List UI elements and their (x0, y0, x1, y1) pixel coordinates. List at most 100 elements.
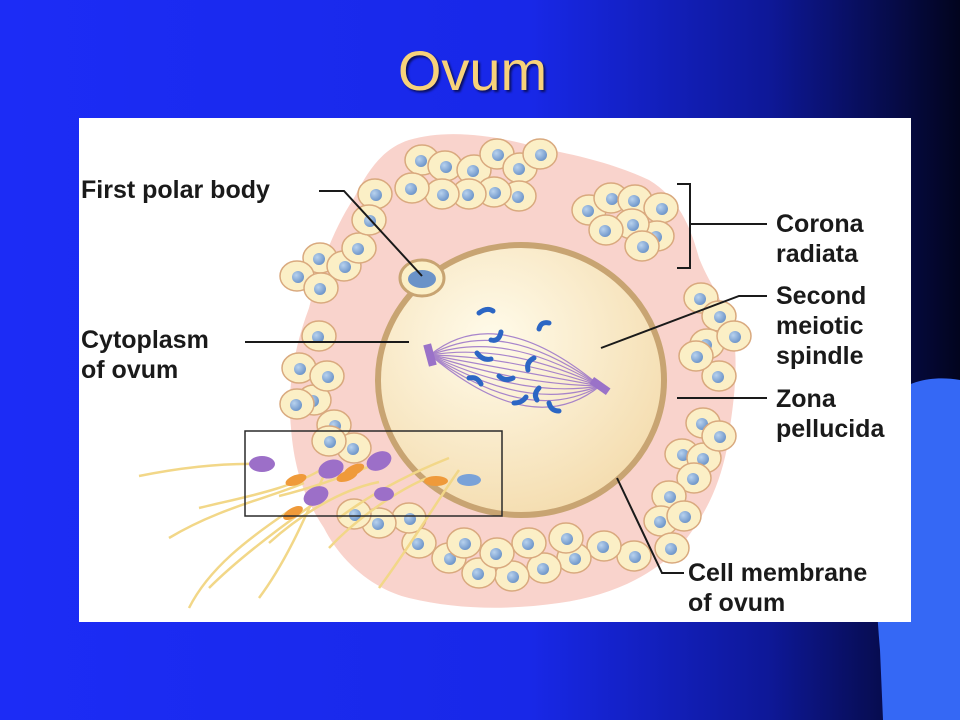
follicle-cell-nucleus (535, 149, 547, 161)
follicle-cell-nucleus (513, 163, 525, 175)
label-cell-membrane-of-ovum: Cell membrane of ovum (688, 559, 868, 617)
follicle-cell-nucleus (292, 271, 304, 283)
follicle-cell-nucleus (437, 189, 449, 201)
slide-title: Ovum (397, 39, 548, 102)
chromosome (546, 400, 562, 414)
follicle-cell-nucleus (352, 243, 364, 255)
sperm-penetration-box (244, 430, 503, 517)
spindle-fiber (429, 339, 601, 387)
follicle-cell-nucleus (324, 436, 336, 448)
label-cytoplasm-of-ovum: Cytoplasm of ovum (81, 326, 209, 384)
follicle-cell-nucleus (606, 193, 618, 205)
chromosomes (466, 306, 562, 414)
spindle-pole-left (423, 343, 437, 367)
second-meiotic-spindle (429, 333, 601, 408)
follicle-cell-nucleus (537, 563, 549, 575)
label-first-polar-body: First polar body (81, 176, 270, 204)
spindle-pole-right (589, 376, 611, 396)
label-zona-pellucida: Zona pellucida (776, 385, 885, 443)
follicle-cell-nucleus (372, 518, 384, 530)
chromosome (476, 306, 496, 316)
follicle-cell-nucleus (712, 371, 724, 383)
follicle-cell-nucleus (339, 261, 351, 273)
follicle-cell-nucleus (370, 189, 382, 201)
leader-lines (245, 183, 767, 574)
chromosome (511, 394, 529, 406)
spindle-fiber (429, 351, 601, 387)
follicle-cell-nucleus (691, 351, 703, 363)
follicle-cell-nucleus (694, 293, 706, 305)
spindle-fiber (429, 354, 601, 387)
follicle-cell-nucleus (597, 541, 609, 553)
follicle-cell-nucleus (729, 331, 741, 343)
follicle-cell-nucleus (462, 189, 474, 201)
follicle-cell-nucleus (687, 473, 699, 485)
follicle-cell-nucleus (322, 371, 334, 383)
spindle-fiber (429, 346, 601, 387)
follicle-cell-nucleus (490, 548, 502, 560)
follicle-cell-nucleus (294, 363, 306, 375)
follicle-cell-nucleus (714, 431, 726, 443)
spindle-fiber (429, 354, 601, 387)
label-corona-radiata: Corona radiata (776, 210, 864, 268)
follicle-cell-nucleus (627, 219, 639, 231)
follicle-cell-nucleus (677, 449, 689, 461)
follicle-cell-nucleus (599, 225, 611, 237)
follicle-cell-nucleus (440, 161, 452, 173)
spindle-fiber (429, 354, 601, 387)
follicle-cell-nucleus (654, 516, 666, 528)
follicle-cell-nucleus (637, 241, 649, 253)
follicle-cell-nucleus (405, 183, 417, 195)
follicle-cell-nucleus (415, 155, 427, 167)
follicle-cell-nucleus (349, 509, 361, 521)
corona-radiata-bracket (677, 183, 767, 269)
follicle-cell-nucleus (569, 553, 581, 565)
follicle-cell-nucleus (561, 533, 573, 545)
chromosome (488, 329, 504, 343)
chromosome (474, 350, 494, 362)
follicle-cell-nucleus (290, 399, 302, 411)
follicle-cell-nucleus (664, 491, 676, 503)
chromosome (496, 373, 516, 383)
chromosome (532, 385, 542, 403)
spindle-fiber (429, 354, 601, 395)
follicle-cell-nucleus (347, 443, 359, 455)
follicle-cell-nucleus (314, 283, 326, 295)
follicle-cell-nucleus (512, 191, 524, 203)
follicle-cell-nucleus (313, 253, 325, 265)
sperm-heads (249, 451, 481, 520)
follicle-cell-nucleus (492, 149, 504, 161)
follicle-cell-nucleus (467, 165, 479, 177)
follicle-cell-nucleus (312, 331, 324, 343)
leader-meiotic-spindle (600, 295, 767, 349)
leader-first-polar-body (319, 190, 423, 277)
chromosome (525, 355, 537, 373)
follicle-cell-nucleus (459, 538, 471, 550)
follicle-cell-nucleus (714, 311, 726, 323)
follicle-cell-nucleus (522, 538, 534, 550)
follicle-cell-nucleus (665, 543, 677, 555)
follicle-cell-nucleus (628, 195, 640, 207)
corona-radiata-cells (279, 138, 752, 592)
follicle-cell-nucleus (404, 513, 416, 525)
follicle-cell-nucleus (472, 568, 484, 580)
follicle-cell-nucleus (582, 205, 594, 217)
ovum-diagram: First polar body Cytoplasm of ovum Coron… (79, 118, 911, 622)
polar-body-nucleus (408, 270, 436, 288)
ovum-illustration (138, 134, 767, 609)
follicle-cell-nucleus (629, 551, 641, 563)
chromosome (466, 375, 484, 387)
ovum-cell (375, 242, 667, 518)
leader-cell-membrane (616, 477, 684, 574)
spindle-fiber (429, 333, 601, 387)
follicle-cell-nucleus (412, 538, 424, 550)
follicle-cell-nucleus (656, 203, 668, 215)
spindle-fiber (429, 354, 601, 408)
follicle-cell-nucleus (697, 453, 709, 465)
follicle-cell-nucleus (679, 511, 691, 523)
spindle-fiber (429, 354, 601, 390)
sperm-tails (138, 456, 461, 609)
follicle-cell-nucleus (489, 187, 501, 199)
follicle-cell-nucleus (507, 571, 519, 583)
follicle-cell-nucleus (444, 553, 456, 565)
